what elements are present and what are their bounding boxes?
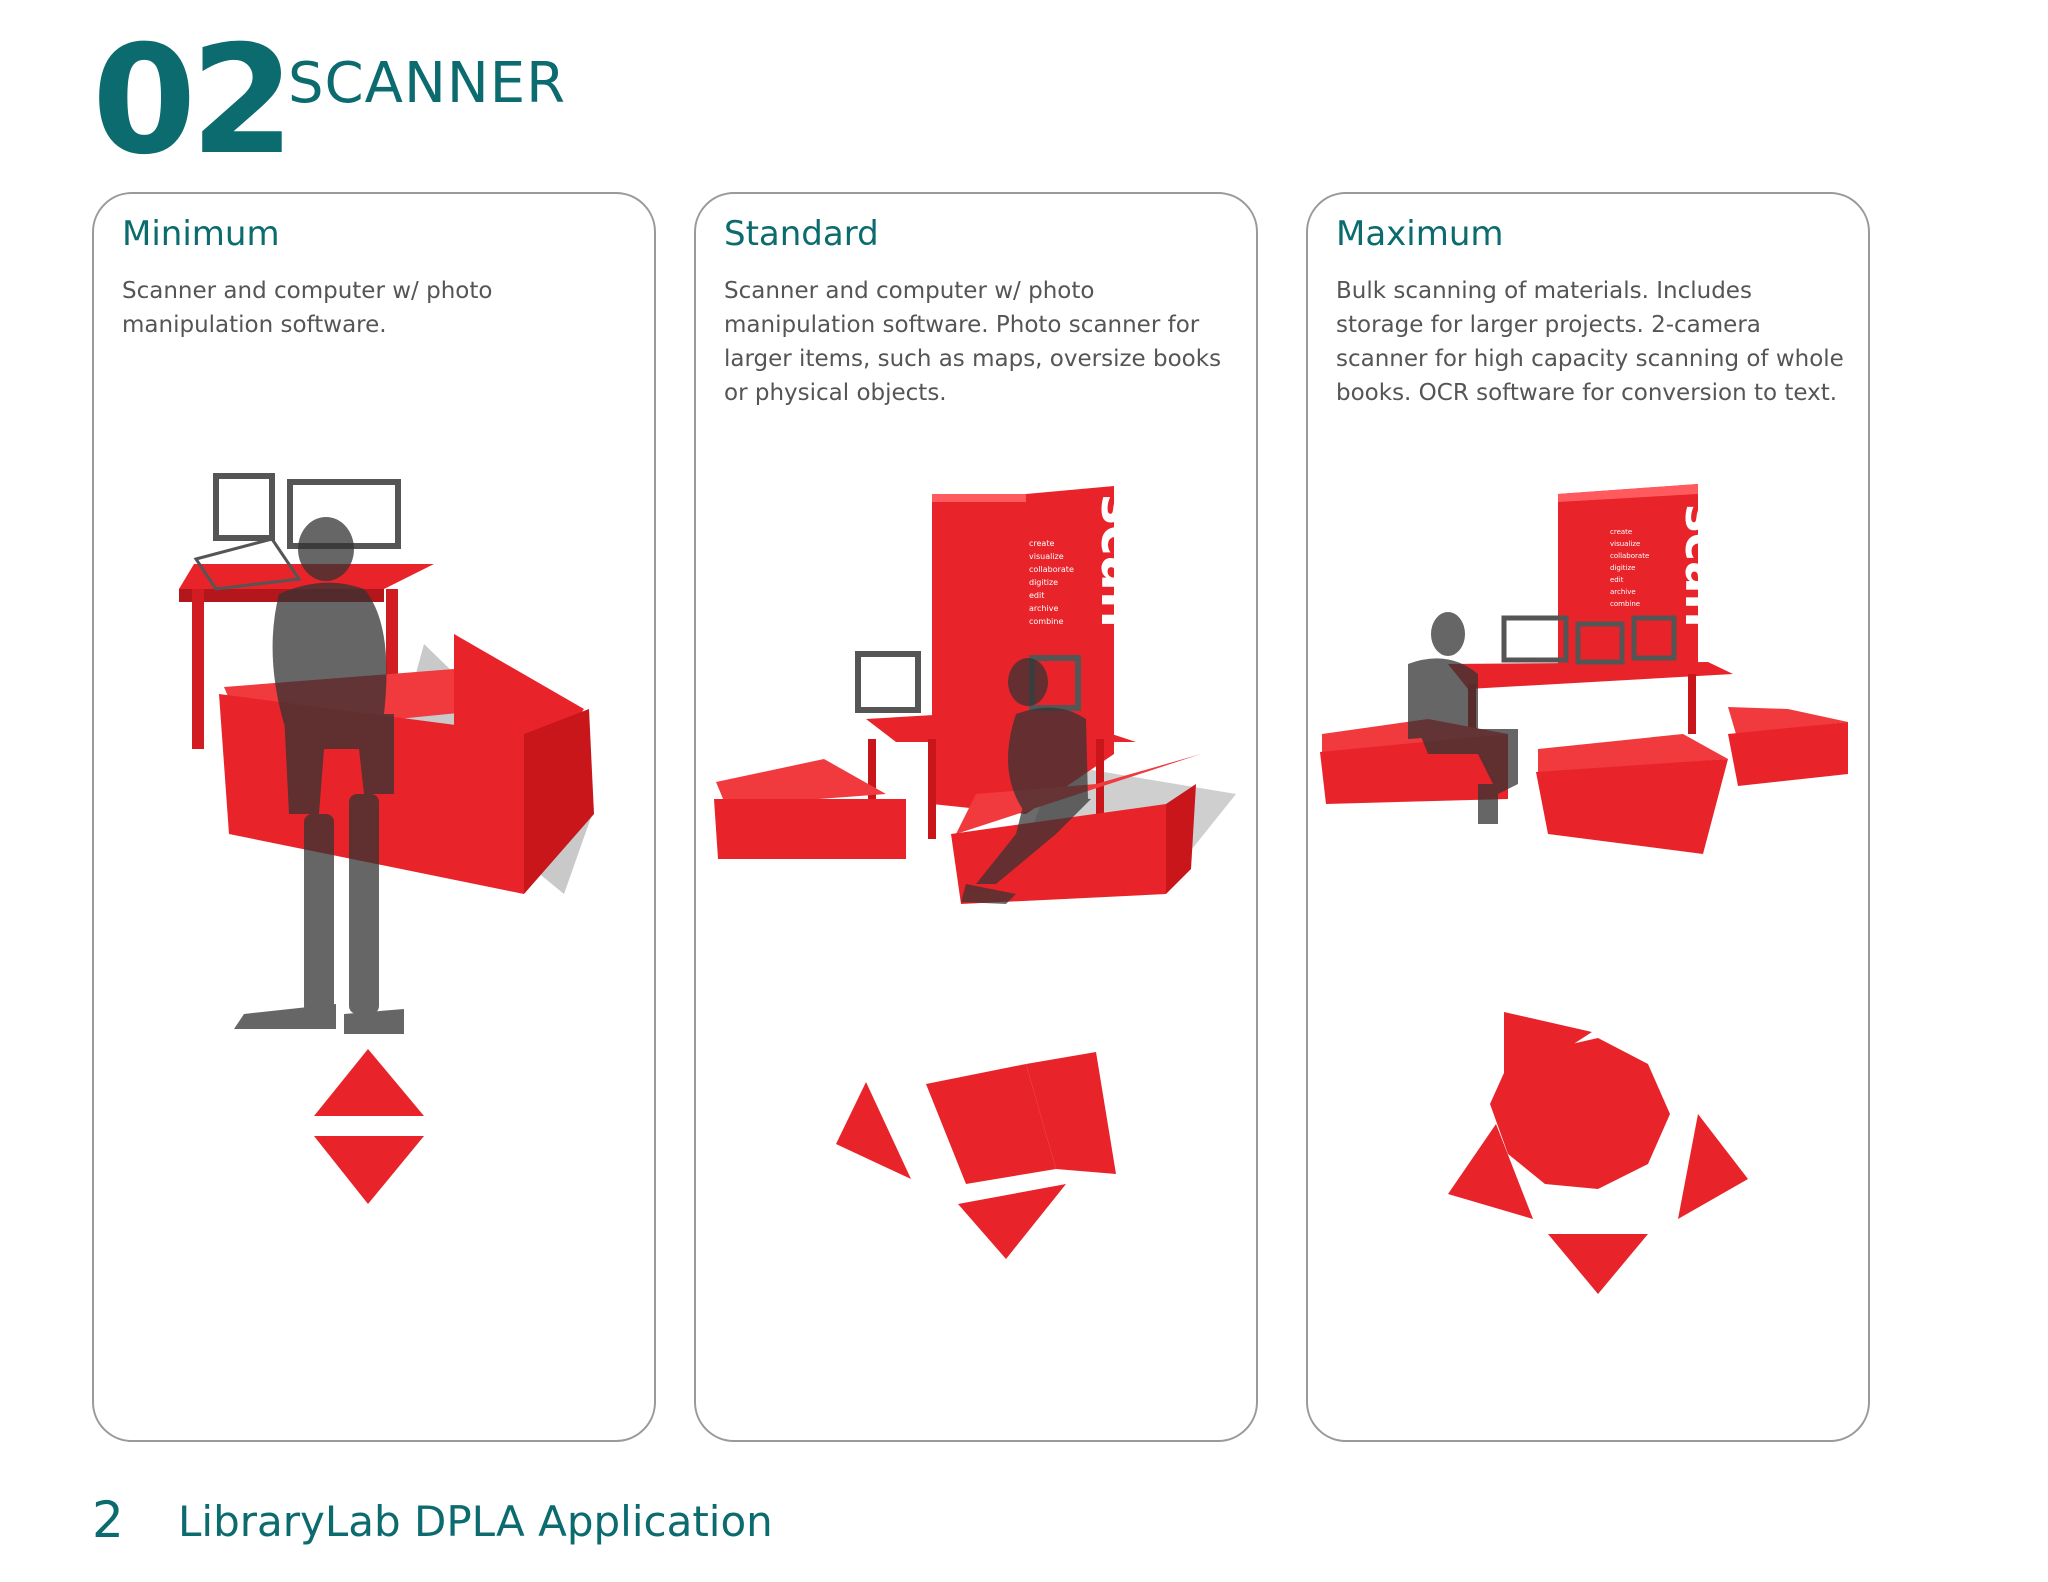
signage-item: digitize	[1610, 564, 1635, 572]
signage-item: visualize	[1610, 540, 1640, 548]
signage-item: collaborate	[1610, 552, 1649, 560]
panel-description: Scanner and computer w/ photo manipulati…	[724, 278, 1222, 406]
signage-item: edit	[1029, 591, 1044, 600]
signage-word: scan	[1674, 504, 1730, 628]
standard-furniture-illustration: scan create visualize collaborate digiti…	[714, 486, 1236, 1259]
panel-title: Minimum	[122, 214, 280, 254]
signage-item: archive	[1610, 588, 1636, 596]
signage-item: visualize	[1029, 552, 1064, 561]
signage-item: combine	[1610, 600, 1640, 608]
signage-item: combine	[1029, 617, 1063, 626]
signage-item: collaborate	[1029, 565, 1074, 574]
signage-item: create	[1029, 539, 1054, 548]
signage-item: archive	[1029, 604, 1058, 613]
panel-standard: Standard Scanner and computer w/ photo m…	[694, 192, 1258, 1442]
minimum-furniture-illustration	[179, 473, 594, 1204]
panel-maximum: Maximum Bulk scanning of materials. Incl…	[1306, 192, 1870, 1442]
signage-item: edit	[1610, 576, 1624, 584]
document-title: LibraryLab DPLA Application	[178, 1497, 773, 1546]
page-number: 2	[92, 1491, 124, 1549]
section-title: SCANNER	[288, 51, 567, 116]
maximum-furniture-illustration: scan create visualize collaborate digiti…	[1320, 484, 1848, 1294]
panel-title: Maximum	[1336, 214, 1504, 254]
panel-description: Bulk scanning of materials. Includes sto…	[1336, 278, 1844, 406]
signage-word: scan	[1089, 494, 1149, 628]
section-number: 02	[92, 14, 295, 188]
signage-item: digitize	[1029, 578, 1058, 587]
panel-description: Scanner and computer w/ photo manipulati…	[122, 278, 493, 338]
signage-item: create	[1610, 528, 1632, 536]
panel-minimum: Minimum Scanner and computer w/ photo ma…	[92, 192, 656, 1442]
panel-title: Standard	[724, 214, 879, 254]
